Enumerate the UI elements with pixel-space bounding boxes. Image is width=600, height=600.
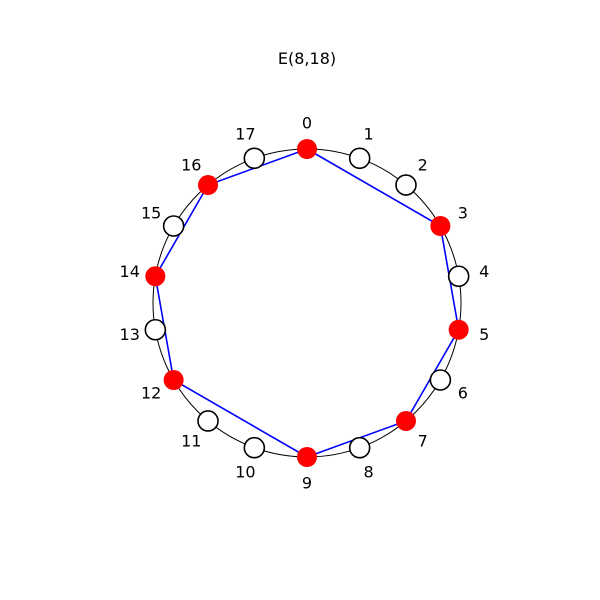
node-label: 6: [458, 384, 468, 403]
node-label: 17: [235, 124, 255, 143]
node-label: 0: [302, 114, 312, 133]
polygon-layer: [154, 148, 460, 458]
node-label: 14: [120, 262, 140, 281]
onset-node: [163, 370, 184, 390]
node-label: 9: [302, 474, 312, 493]
onset-node: [448, 319, 469, 340]
node-label: 2: [418, 156, 428, 175]
necklace-circle: [152, 148, 462, 458]
onset-node: [297, 139, 317, 159]
rest-node: [162, 215, 185, 237]
node-label: 15: [141, 204, 161, 223]
node-label: 16: [181, 156, 201, 175]
ring-layer: [152, 148, 462, 458]
node-label: 10: [235, 463, 255, 482]
node-label: 3: [458, 204, 468, 223]
onset-node: [395, 410, 416, 431]
node-label: 4: [479, 262, 489, 281]
node-label: 12: [141, 384, 161, 403]
node-label: 13: [120, 325, 140, 344]
node-layer: [144, 139, 470, 467]
node-label: 11: [181, 431, 201, 450]
onset-polygon: [154, 148, 460, 458]
rest-node: [243, 147, 266, 170]
rest-node: [395, 174, 417, 196]
onset-node: [430, 216, 451, 236]
rest-node: [447, 265, 470, 288]
onset-node: [297, 447, 317, 467]
diagram-title: E(8,18): [278, 49, 336, 68]
node-label: 8: [363, 463, 373, 482]
onset-node: [145, 266, 166, 287]
rest-node: [243, 436, 266, 459]
rest-node: [197, 410, 219, 432]
rest-node: [144, 318, 167, 341]
rest-node: [348, 147, 371, 170]
node-label: 5: [479, 325, 489, 344]
rest-node: [348, 436, 371, 459]
rest-node: [429, 369, 452, 391]
node-label: 1: [363, 124, 373, 143]
onset-node: [198, 175, 219, 196]
node-label: 7: [418, 431, 428, 450]
